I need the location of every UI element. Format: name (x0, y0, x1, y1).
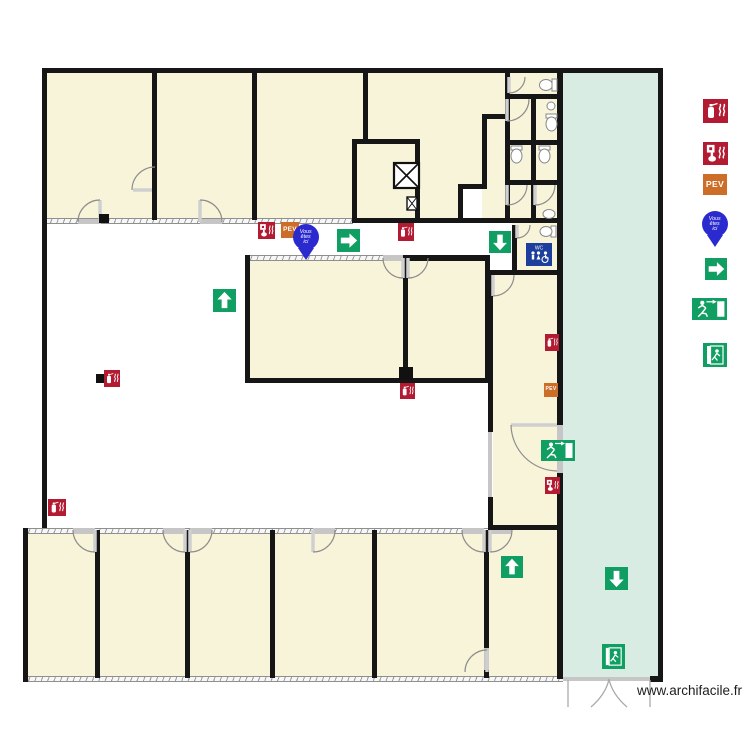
fire-extinguisher-icon (48, 499, 66, 516)
wall (152, 72, 157, 220)
wall (352, 139, 357, 222)
wall (458, 184, 463, 222)
exit-door-sign (602, 644, 625, 669)
legend-manual-call-point-icon (703, 142, 728, 165)
arrow-right-icon (337, 229, 360, 252)
legend-pev-sign: PEV (703, 174, 727, 195)
wall (488, 525, 560, 530)
legend-arrow-right-icon (705, 258, 727, 280)
svg-text:WC: WC (535, 246, 544, 252)
pin-text: Vous (300, 228, 312, 235)
pev-label: PEV (545, 386, 557, 393)
wall (352, 218, 560, 223)
door-frame (383, 255, 403, 261)
wall (363, 72, 368, 142)
legend-fire-extinguisher-icon (703, 99, 728, 123)
center-rooms (245, 257, 488, 381)
wall (557, 72, 563, 425)
fire-extinguisher-icon (545, 334, 559, 351)
door-frame (563, 677, 650, 681)
emergency-exit-sign (541, 440, 575, 461)
wall (185, 530, 190, 678)
equipment-block (399, 367, 413, 380)
wall (512, 225, 517, 272)
wall (488, 270, 510, 275)
pev-label: PEV (705, 179, 725, 190)
wall (488, 270, 493, 432)
pin-text: Vous (709, 215, 721, 222)
legend-exit-door-sign (703, 343, 727, 367)
wall (42, 68, 47, 528)
door-frame (78, 219, 101, 224)
wall (458, 184, 487, 189)
wall (482, 114, 487, 189)
pin-text: ici (712, 225, 718, 232)
wall (403, 258, 408, 378)
wall (484, 530, 489, 648)
wall (372, 530, 377, 678)
arrow-up-icon (213, 289, 236, 312)
wall (245, 378, 490, 383)
equipment-block (99, 214, 109, 223)
door-frame (488, 432, 492, 497)
pin-text: ici (303, 238, 309, 245)
door-frame (190, 528, 212, 534)
wall (488, 497, 493, 530)
wall (23, 528, 28, 682)
pev-label: PEV (283, 225, 297, 233)
door-frame (462, 528, 484, 534)
fire-extinguisher-icon (104, 370, 120, 387)
wall (403, 255, 490, 261)
pin-text: êtes (301, 233, 311, 240)
door-frame (73, 528, 95, 534)
bottom-room-band (23, 530, 560, 678)
wall (505, 72, 510, 222)
arrow-up-icon (501, 556, 523, 578)
room-top-band (45, 72, 507, 220)
door-frame (313, 528, 335, 534)
wall (658, 68, 663, 682)
equipment-block (96, 374, 105, 383)
pin-text: êtes (710, 220, 720, 227)
door-frame (200, 219, 222, 224)
wall (42, 68, 663, 73)
white-passage (463, 189, 482, 218)
pev-sign: PEV (544, 383, 558, 397)
hatched-wall (23, 676, 563, 682)
wall (482, 114, 508, 119)
wall (270, 530, 275, 678)
pin-tail (707, 235, 723, 247)
pin-tail (298, 248, 314, 260)
door-frame (163, 528, 185, 534)
wall (484, 670, 489, 678)
wall (95, 530, 100, 678)
arrow-down-icon (489, 231, 511, 253)
wall (557, 473, 563, 679)
wall (650, 676, 663, 682)
manual-call-point-icon (545, 477, 560, 494)
legend-emergency-exit-sign (692, 298, 727, 320)
wall (245, 255, 250, 383)
wall (505, 94, 560, 99)
wall (252, 72, 257, 220)
fire-extinguisher-icon (400, 383, 415, 399)
manual-call-point-icon (258, 222, 275, 239)
wall (505, 270, 560, 275)
wall (485, 255, 490, 383)
fire-extinguisher-icon (398, 223, 414, 241)
wall (531, 99, 536, 220)
arrow-down-icon (605, 567, 628, 590)
watermark: www.archifacile.fr (636, 683, 742, 698)
wall (352, 139, 420, 144)
hatched-wall (23, 528, 488, 534)
door-frame (490, 528, 512, 534)
hatched-wall (245, 255, 385, 261)
wc-accessible-sign: WC (526, 243, 552, 266)
